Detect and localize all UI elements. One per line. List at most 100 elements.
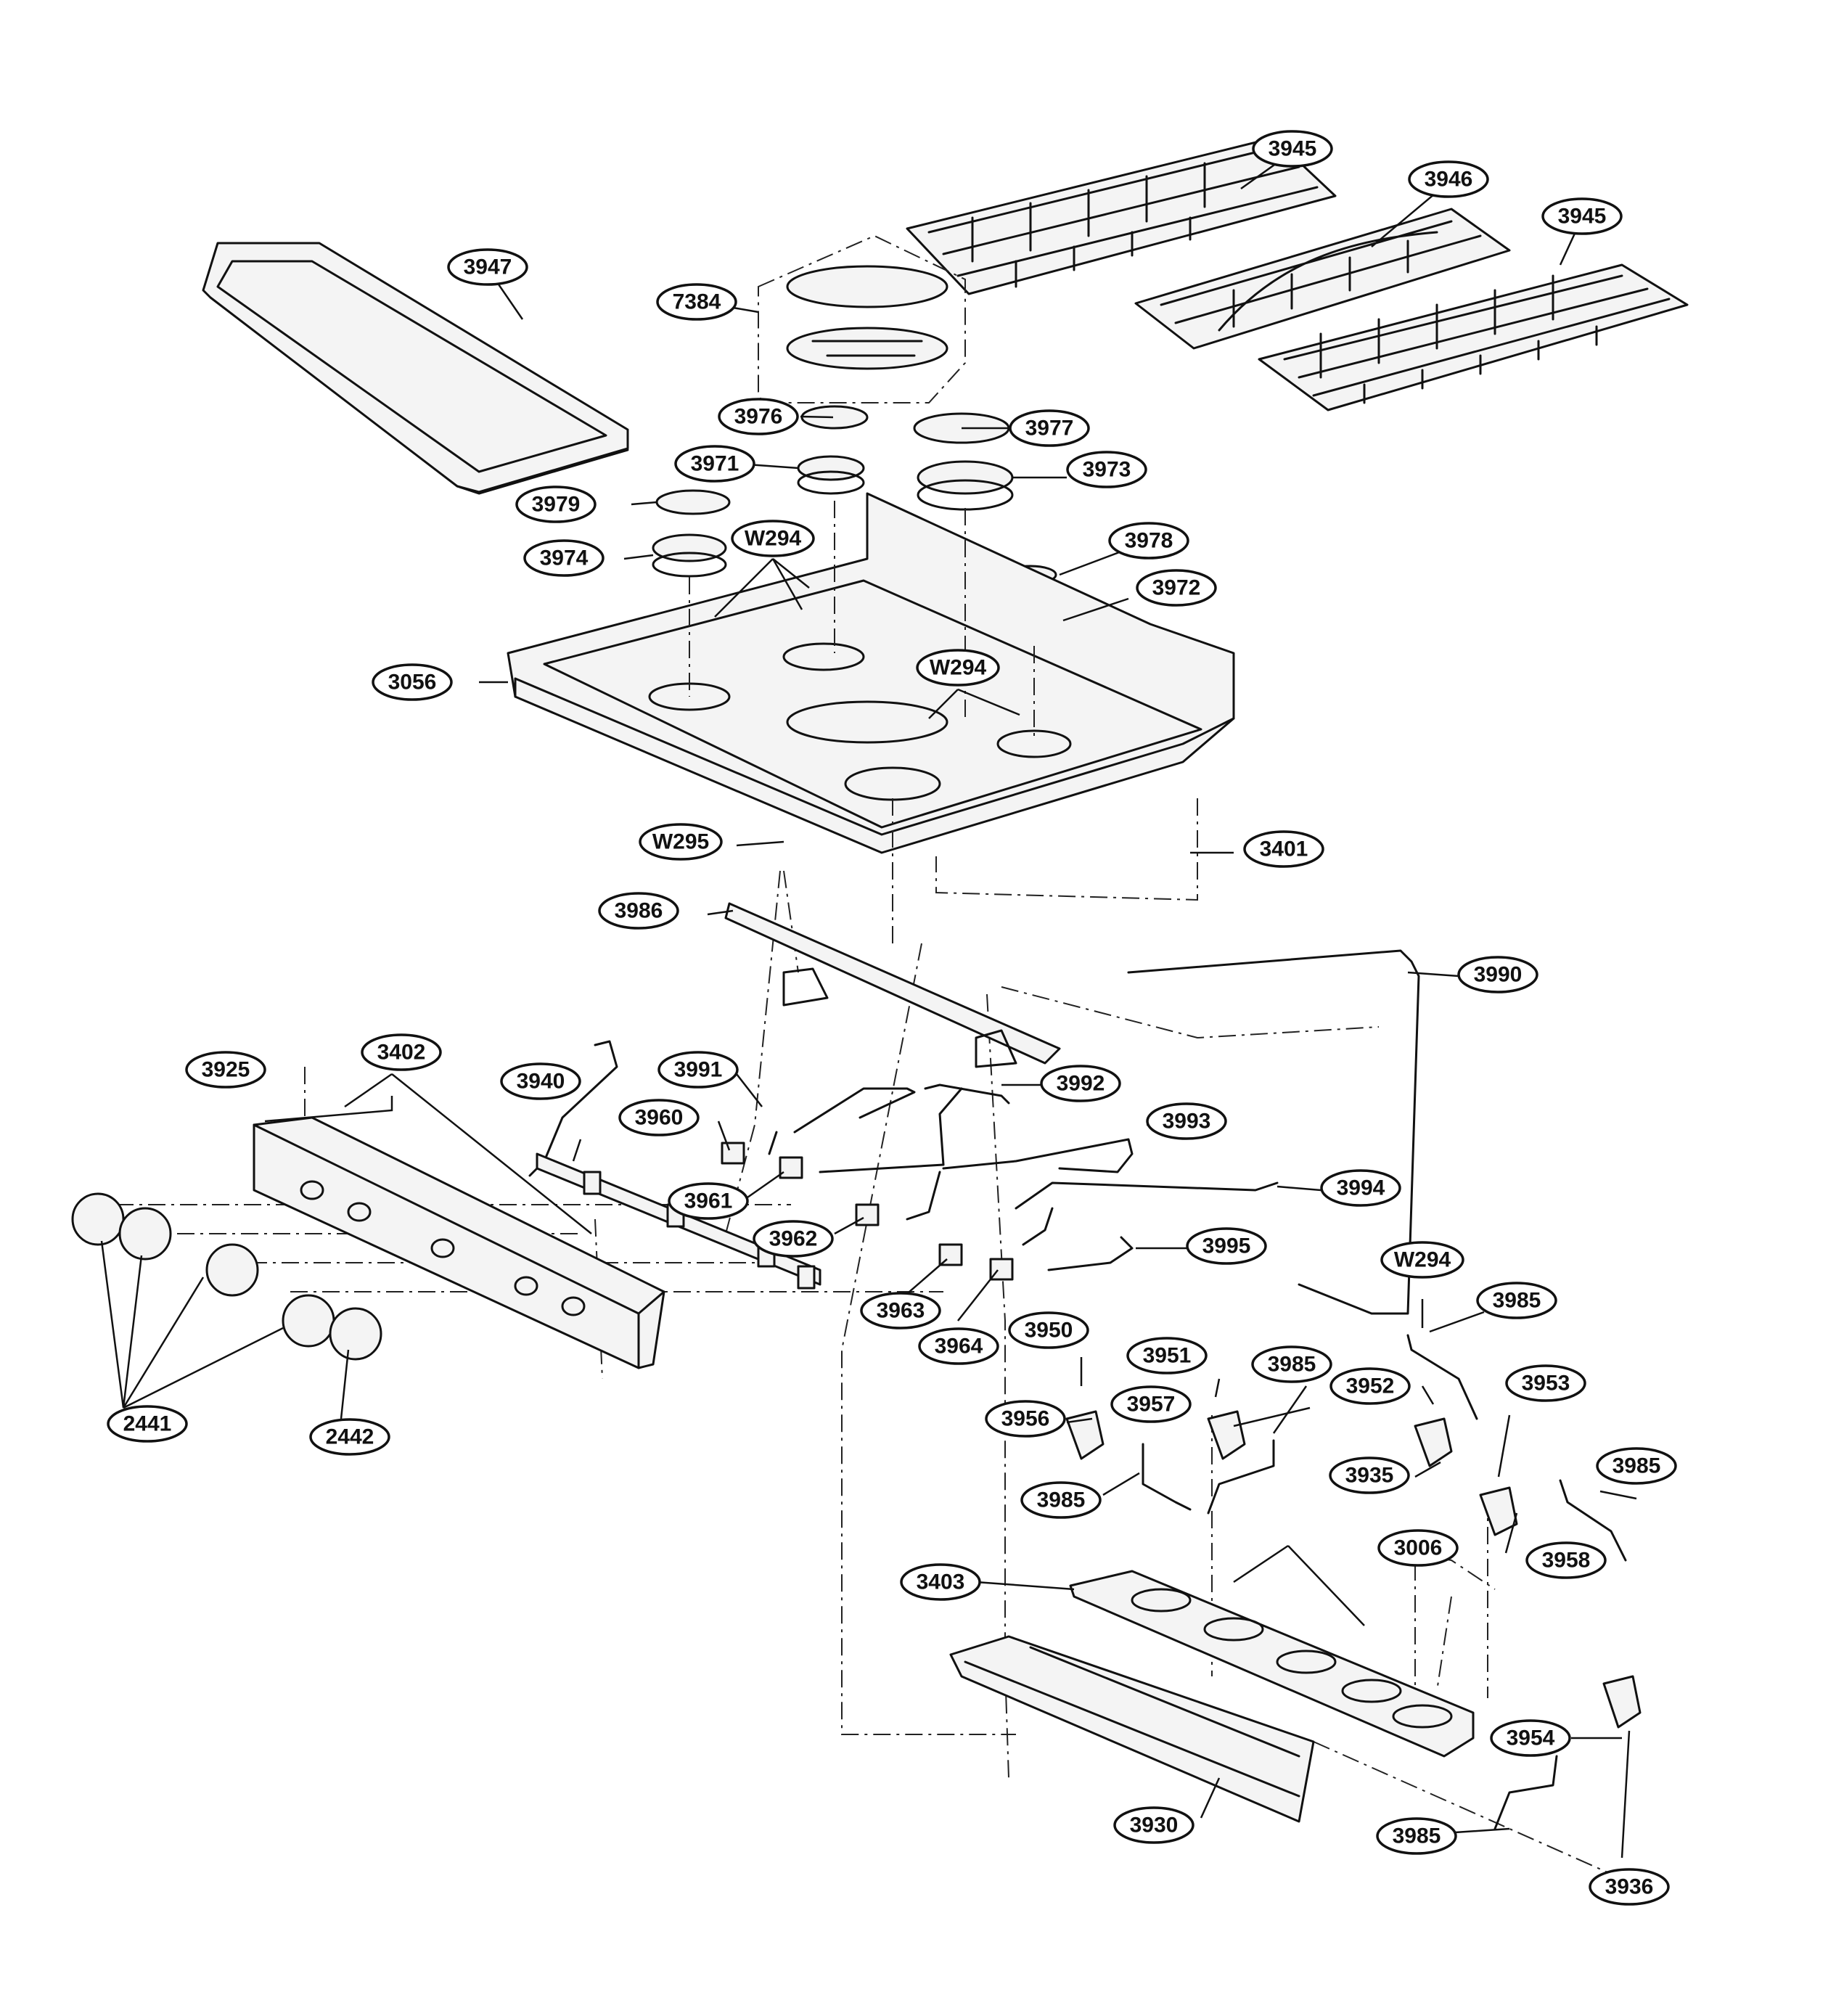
callout-3946: 3946 [1408, 160, 1489, 198]
callout-text: 2441 [123, 1412, 172, 1436]
callout-w294: W294 [1380, 1241, 1464, 1279]
callout-text: 3958 [1542, 1549, 1591, 1573]
callout-text: 3401 [1260, 837, 1308, 861]
grate-center [1134, 208, 1511, 350]
callout-3974: 3974 [523, 539, 605, 577]
cooktop [507, 492, 1235, 854]
callout-text: 3991 [674, 1058, 723, 1082]
callout-text: 3945 [1558, 205, 1607, 229]
callout-3985: 3985 [1596, 1447, 1677, 1485]
callout-3403: 3403 [900, 1563, 981, 1601]
callout-text: 3972 [1152, 576, 1201, 600]
callout-text: 3995 [1202, 1234, 1251, 1258]
callout-3945: 3945 [1252, 130, 1333, 168]
knobs [71, 1192, 382, 1361]
callout-text: 3946 [1425, 168, 1473, 192]
callout-3977: 3977 [1009, 409, 1090, 447]
callout-3994: 3994 [1320, 1169, 1401, 1207]
callout-3925: 3925 [185, 1051, 266, 1089]
callout-text: 3935 [1345, 1464, 1394, 1488]
callout-text: 3976 [734, 405, 783, 429]
callout-text: 3945 [1269, 137, 1317, 161]
callout-text: 3973 [1083, 458, 1131, 482]
leader-lines [100, 151, 1637, 1859]
callout-text: 3977 [1025, 417, 1074, 441]
callout-w295: W295 [639, 823, 723, 861]
callout-text: 3403 [917, 1570, 965, 1594]
callout-3978: 3978 [1108, 522, 1189, 560]
callout-3976: 3976 [718, 398, 799, 435]
callout-text: 3990 [1474, 963, 1523, 987]
callout-3935: 3935 [1329, 1456, 1410, 1494]
callout-3986: 3986 [598, 892, 679, 930]
callout-text: W294 [1394, 1248, 1451, 1272]
callout-3930: 3930 [1113, 1806, 1194, 1844]
callout-text: 3960 [635, 1106, 684, 1130]
callout-2442: 2442 [309, 1418, 390, 1456]
callout-3954: 3954 [1490, 1719, 1571, 1757]
callout-3936: 3936 [1589, 1868, 1670, 1906]
burner-box-bracket [724, 902, 1061, 1068]
callout-text: 3930 [1130, 1814, 1179, 1837]
callout-text: W294 [930, 656, 987, 680]
callout-text: W295 [652, 830, 709, 854]
callout-text: 3985 [1268, 1353, 1316, 1377]
callout-text: 3994 [1337, 1176, 1385, 1200]
callout-3940: 3940 [500, 1062, 581, 1100]
callout-text: 3954 [1507, 1726, 1555, 1750]
callout-3990: 3990 [1457, 956, 1538, 993]
callout-3402: 3402 [361, 1033, 442, 1071]
callout-3956: 3956 [985, 1400, 1066, 1438]
griddle [202, 242, 629, 495]
manifold-bar [536, 1152, 821, 1290]
callout-text: 3956 [1001, 1407, 1050, 1431]
callout-text: 3056 [388, 671, 437, 694]
callout-3992: 3992 [1040, 1065, 1121, 1102]
callout-text: 3978 [1125, 529, 1173, 553]
callout-3056: 3056 [372, 663, 453, 701]
callout-3985: 3985 [1020, 1481, 1102, 1519]
control-panel [253, 1116, 665, 1369]
callout-text: 3951 [1143, 1344, 1192, 1368]
callout-2441: 2441 [107, 1405, 188, 1443]
grate-right [1258, 263, 1689, 411]
callout-3979: 3979 [515, 485, 597, 523]
callout-7384: 7384 [656, 283, 737, 321]
callout-text: 3950 [1025, 1319, 1073, 1343]
callout-3401: 3401 [1243, 830, 1324, 868]
callout-text: 3402 [377, 1041, 426, 1065]
callout-3958: 3958 [1525, 1541, 1607, 1579]
bottom-tray [949, 1635, 1315, 1823]
callout-text: 3979 [532, 493, 581, 517]
callout-text: 7384 [673, 290, 721, 314]
callout-w294: W294 [731, 520, 815, 557]
callout-3991: 3991 [657, 1051, 739, 1089]
callout-text: 2442 [326, 1425, 374, 1449]
callout-3950: 3950 [1008, 1311, 1089, 1349]
callout-text: 3940 [517, 1070, 565, 1094]
callout-text: 3952 [1346, 1374, 1395, 1398]
valves [721, 1142, 1014, 1281]
callout-3973: 3973 [1066, 451, 1147, 488]
callout-text: 3993 [1163, 1110, 1211, 1134]
callout-3964: 3964 [918, 1327, 999, 1365]
callout-3962: 3962 [753, 1220, 834, 1258]
callout-3995: 3995 [1186, 1227, 1267, 1265]
callout-text: 3961 [684, 1189, 733, 1213]
callout-3985: 3985 [1476, 1282, 1557, 1319]
callout-text: 3006 [1394, 1536, 1443, 1560]
callout-text: 3992 [1057, 1072, 1105, 1096]
callout-w294: W294 [916, 649, 1000, 687]
burner-kit-7384 [758, 234, 966, 403]
callout-3985: 3985 [1251, 1345, 1332, 1383]
callout-text: 3963 [877, 1299, 925, 1323]
callout-text: 3985 [1393, 1824, 1441, 1848]
callout-text: 3953 [1522, 1372, 1570, 1396]
callout-text: 3947 [464, 255, 512, 279]
callout-text: 3985 [1493, 1289, 1541, 1313]
callout-3961: 3961 [668, 1182, 749, 1220]
callout-text: W294 [745, 527, 802, 551]
callout-3006: 3006 [1377, 1529, 1459, 1567]
burner-base-plate [1069, 1570, 1475, 1758]
